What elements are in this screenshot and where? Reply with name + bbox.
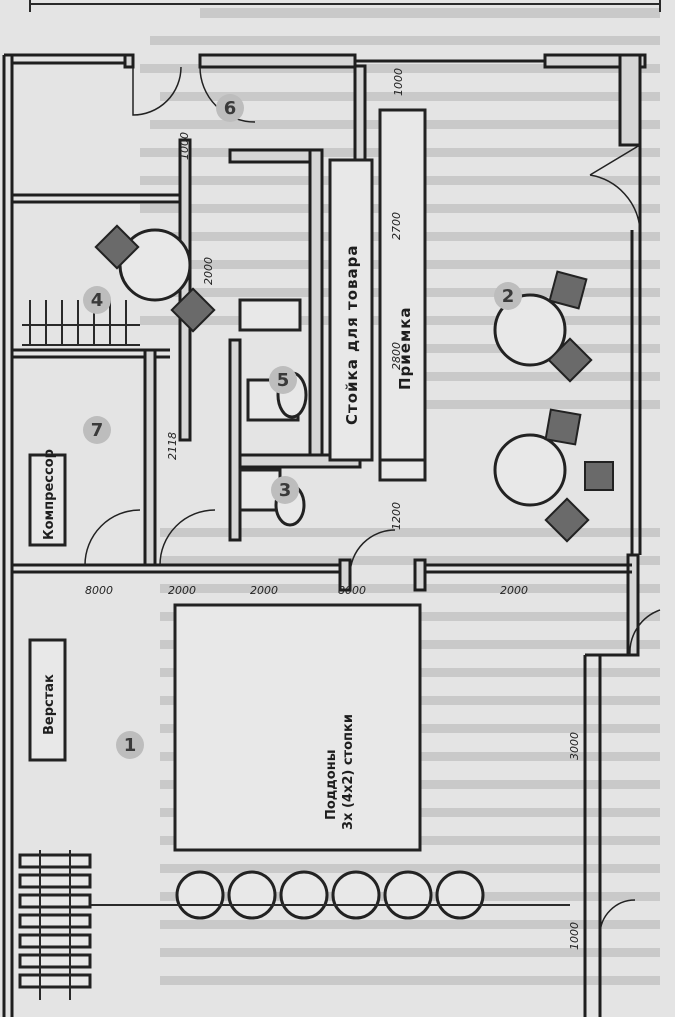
compressor-unit: Компрессор: [28, 449, 67, 547]
right-outer-wall: [583, 145, 642, 1017]
zone-label-1: 1: [124, 735, 137, 756]
dim-bottom-3: 2000: [250, 584, 278, 597]
receiving-label: Приемка: [396, 306, 414, 390]
zone-marker-5: [269, 366, 297, 394]
zone-label-7: 7: [91, 420, 104, 441]
table-room-4: [94, 224, 216, 333]
dimension-labels: 1000 1000 2000 2118 2700 2800 1200 8000 …: [85, 68, 581, 950]
dim-mid-1: 2700: [390, 212, 403, 240]
zone-marker-4: [83, 286, 111, 314]
zone-marker-1: [116, 731, 144, 759]
zone-label-6: 6: [224, 98, 237, 119]
zone-label-4: 4: [91, 290, 104, 311]
dim-right-low: 3000: [568, 732, 581, 760]
zone-label-2: 2: [502, 286, 515, 307]
dim-top-mid: 1000: [392, 68, 405, 96]
zone-label-3: 3: [279, 480, 292, 501]
left-middle-walls: [12, 348, 632, 592]
top-dimension-line: [29, 0, 661, 12]
workbench-label: Верстак: [42, 674, 57, 735]
dim-left-mid: 2118: [166, 432, 179, 460]
dim-top-right: 1000: [178, 132, 191, 160]
table-room-2-upper: [493, 270, 593, 383]
workbench-unit: Верстак: [28, 638, 67, 762]
pallets-label-line2: 3х (4х2) стопки: [341, 714, 356, 830]
zone-label-5: 5: [277, 370, 290, 391]
zone-marker-2: [494, 282, 522, 310]
zone-marker-7: [83, 416, 111, 444]
dim-bottom-2: 2000: [168, 584, 196, 597]
dim-left-upper: 2000: [202, 257, 215, 285]
bottom-left-rack: [18, 850, 92, 1000]
counter-label: Стойка для товара: [343, 245, 361, 425]
dim-right-mid: 8000: [338, 584, 366, 597]
dim-right-bottom: 1000: [568, 922, 581, 950]
zone-marker-3: [271, 476, 299, 504]
top-walls: [123, 53, 647, 147]
zone-markers: 6 4 2 5 7 3 1: [83, 94, 522, 759]
dim-bottom-4: 2000: [500, 584, 528, 597]
compressor-label: Компрессор: [42, 449, 57, 540]
goods-counter: [328, 158, 374, 462]
dim-bottom-1: 8000: [85, 584, 113, 597]
shelving-rack: [22, 300, 140, 346]
sanitary-fixtures: [238, 298, 308, 527]
dim-mid-3: 1200: [390, 502, 403, 530]
table-room-2-lower: [493, 408, 614, 543]
receiving-counter: [378, 108, 427, 482]
pallets-area: Поддоны 3х (4х2) стопки: [173, 603, 422, 852]
dim-mid-2: 2800: [390, 342, 403, 370]
pallets-label-line1: Поддоны: [324, 750, 339, 820]
central-partitions: [228, 64, 367, 542]
door-arcs: [84, 66, 661, 936]
left-outer-wall: [2, 53, 125, 1017]
barrels-row: [60, 870, 570, 920]
zone-marker-6: [216, 94, 244, 122]
